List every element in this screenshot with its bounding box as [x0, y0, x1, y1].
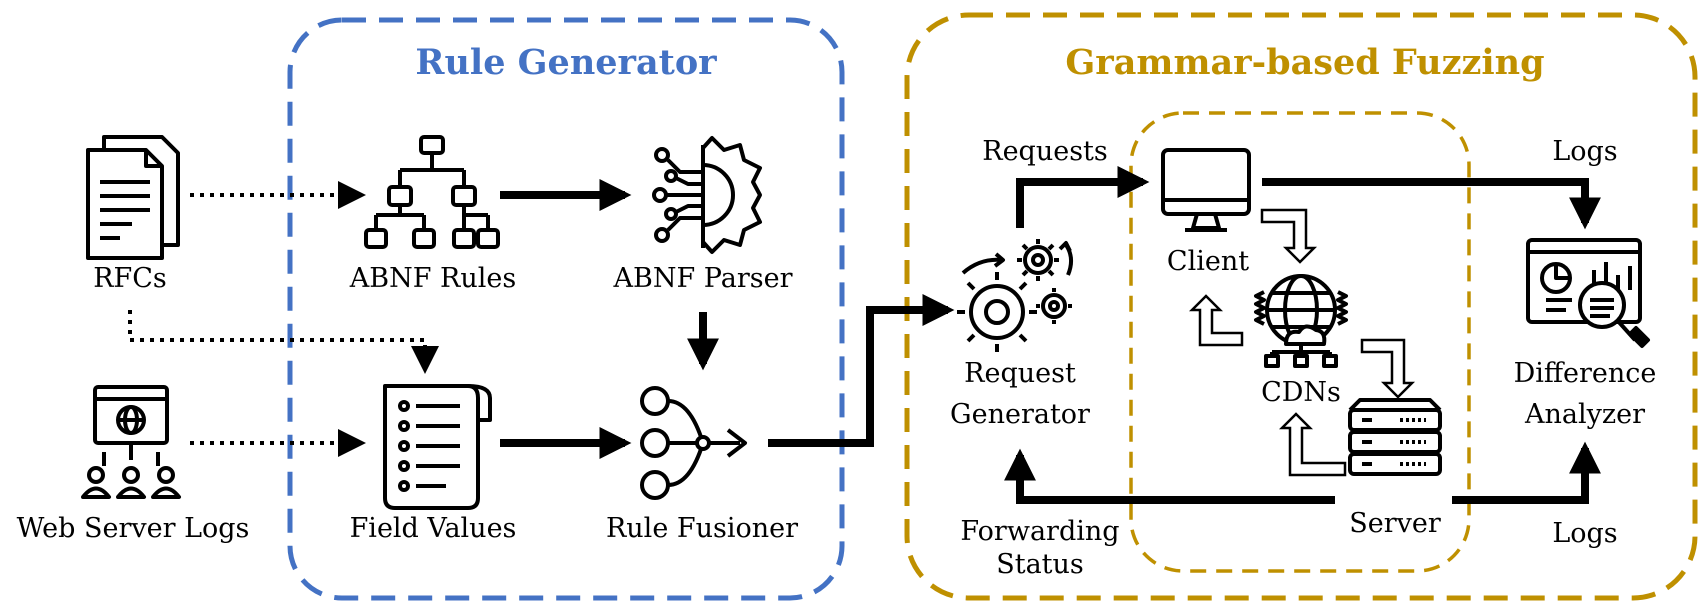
browser-users-icon — [81, 385, 181, 499]
field-values-label: Field Values — [349, 513, 517, 544]
checklist-icon — [383, 384, 492, 510]
grammar-fuzzing-title: Grammar-based Fuzzing — [1065, 42, 1545, 83]
arrow-client-to-cdns — [1260, 208, 1318, 264]
abnf-rules-label: ABNF Rules — [349, 263, 517, 294]
server-label: Server — [1349, 508, 1441, 539]
edge-fusioner-to-request-generator — [768, 294, 955, 447]
logs-top-edge-label: Logs — [1552, 136, 1618, 167]
client-label: Client — [1166, 246, 1250, 277]
difference-analyzer-label-line2: Analyzer — [1525, 399, 1645, 430]
dashboard-magnifier-icon — [1526, 238, 1650, 348]
edge-requests — [1016, 166, 1150, 228]
gears-icon — [957, 239, 1073, 352]
rfcs-label: RFCs — [93, 263, 167, 294]
forwarding-status-label-line1: Forwarding — [960, 516, 1120, 547]
forwarding-status-label-line2: Status — [996, 549, 1084, 580]
gear-circuit-icon — [652, 136, 762, 254]
rule-generator-title: Rule Generator — [415, 42, 717, 83]
monitor-icon — [1161, 148, 1251, 232]
cloud-globe-icon — [1254, 274, 1348, 368]
cdns-label: CDNs — [1261, 377, 1341, 408]
hierarchy-tree-icon — [364, 135, 500, 249]
edge-rfcs-to-field-values — [128, 310, 439, 374]
edge-logs-top — [1262, 178, 1601, 230]
rule-generator-group — [287, 17, 845, 601]
hollow-arrows — [1188, 208, 1416, 477]
edge-forwarding-status — [1004, 448, 1335, 504]
merge-nodes-icon — [640, 386, 747, 500]
arrow-server-to-cdns — [1278, 412, 1347, 477]
web-server-logs-label: Web Server Logs — [16, 513, 250, 544]
arrow-cdns-to-server — [1360, 338, 1416, 399]
abnf-parser-label: ABNF Parser — [613, 263, 793, 294]
arrow-cdns-to-client — [1188, 294, 1244, 347]
requests-edge-label: Requests — [982, 136, 1108, 167]
edge-logs-bottom — [1452, 441, 1601, 504]
cdn-path-group — [1129, 111, 1471, 573]
logs-bottom-edge-label: Logs — [1552, 518, 1618, 549]
request-generator-label-line2: Generator — [950, 399, 1090, 430]
rule-fusioner-label: Rule Fusioner — [605, 513, 799, 544]
server-rack-icon — [1348, 398, 1442, 476]
document-stack-icon — [86, 135, 180, 260]
difference-analyzer-label-line1: Difference — [1513, 358, 1657, 389]
request-generator-label-line1: Request — [964, 358, 1076, 389]
